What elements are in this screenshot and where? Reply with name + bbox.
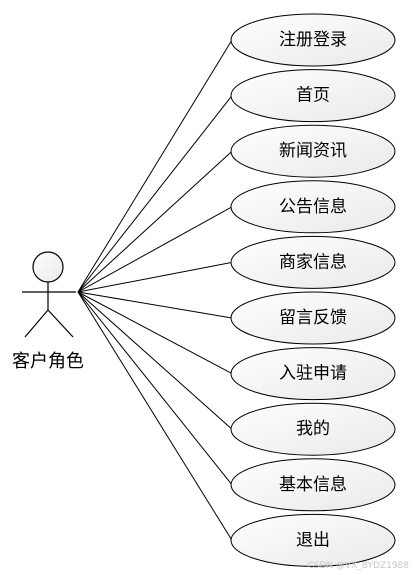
use-case-label: 留言反馈 — [279, 308, 347, 328]
use-case: 退出 — [230, 513, 396, 567]
use-case-label: 首页 — [296, 86, 330, 106]
use-case-ellipse — [230, 69, 396, 123]
use-case-label: 新闻资讯 — [279, 141, 347, 161]
actor-label: 客户角色 — [12, 351, 84, 372]
use-case-ellipse — [230, 458, 396, 512]
use-case-label: 我的 — [296, 419, 330, 439]
use-case-ellipse — [230, 347, 396, 401]
use-case: 公告信息 — [230, 180, 396, 234]
use-case-ellipse — [230, 513, 396, 567]
actor-head — [32, 251, 64, 283]
association-line — [77, 291, 233, 541]
use-case-ellipse — [230, 124, 396, 178]
use-case-ellipse — [230, 402, 396, 456]
use-case: 注册登录 — [230, 13, 396, 67]
use-case-label: 公告信息 — [279, 197, 347, 217]
use-case: 新闻资讯 — [230, 124, 396, 178]
association-line — [77, 291, 233, 319]
association-line — [77, 206, 233, 293]
association-line — [77, 291, 233, 486]
actor-left-leg — [24, 309, 49, 338]
use-case: 商家信息 — [230, 235, 396, 289]
use-case-label: 基本信息 — [279, 475, 347, 495]
use-case-label: 退出 — [296, 530, 330, 550]
use-case: 基本信息 — [230, 458, 396, 512]
use-case-ellipse — [230, 13, 396, 67]
use-case-ellipse — [230, 235, 396, 289]
actor-right-leg — [47, 309, 74, 338]
use-case-ellipse — [230, 180, 396, 234]
use-case-ellipse — [230, 291, 396, 345]
association-line — [77, 39, 233, 293]
association-line — [77, 95, 233, 293]
association-line — [77, 261, 233, 293]
association-lines — [77, 39, 233, 541]
use-case-label: 注册登录 — [279, 30, 347, 50]
association-line — [77, 150, 233, 293]
watermark: CSDN @VX_BYDZ1988 — [307, 561, 409, 571]
use-case: 我的 — [230, 402, 396, 456]
use-case-label: 商家信息 — [279, 252, 347, 272]
association-line — [77, 291, 233, 430]
actor-figure: 客户角色 — [12, 251, 84, 372]
use-case: 留言反馈 — [230, 291, 396, 345]
association-line — [77, 291, 233, 375]
use-case-label: 入驻申请 — [279, 364, 347, 384]
use-case: 首页 — [230, 69, 396, 123]
use-case: 入驻申请 — [230, 347, 396, 401]
